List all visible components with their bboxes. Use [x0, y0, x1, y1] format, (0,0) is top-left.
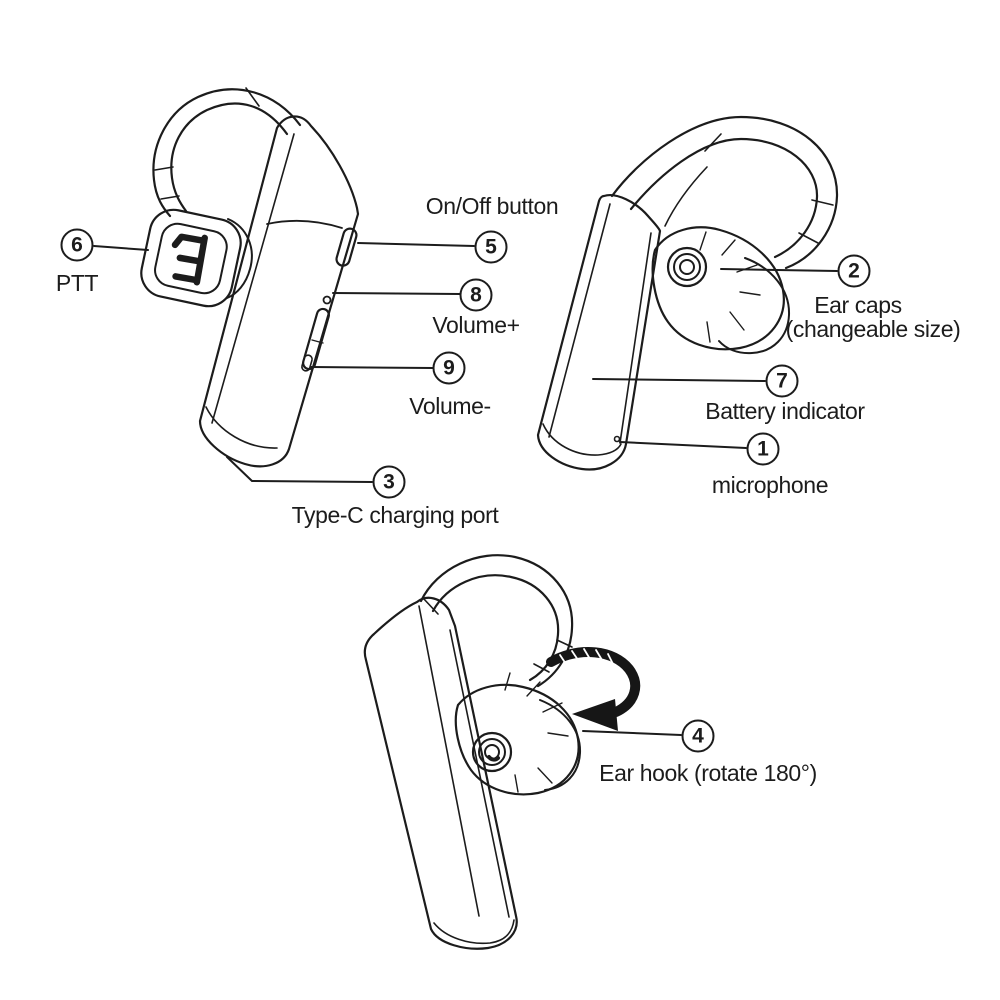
label-microphone: microphone	[711, 472, 829, 498]
rotate-arrow-icon	[546, 647, 641, 731]
leader-line	[332, 292, 461, 295]
callout-9-badge: 9	[432, 351, 466, 385]
label-on-off-button: On/Off button	[425, 193, 559, 219]
leader-line	[720, 268, 838, 272]
ptt-logo-icon	[171, 233, 208, 286]
leader-lines	[93, 242, 838, 736]
label-battery-indicator: Battery indicator	[705, 398, 865, 424]
leader-line	[582, 730, 682, 736]
callout-1-badge: 1	[746, 432, 780, 466]
callout-5-badge: 5	[474, 230, 508, 264]
callout-6-badge: 6	[60, 228, 94, 262]
label-changeable-size: (changeable size)	[785, 316, 961, 342]
leader-line	[619, 441, 747, 449]
label-ear-caps: Ear caps	[814, 292, 902, 318]
label-volume-plus: Volume+	[432, 312, 520, 338]
left-headset-drawing	[140, 87, 360, 468]
leader-line	[357, 242, 475, 247]
label-volume-minus: Volume-	[409, 393, 491, 419]
label-ptt: PTT	[55, 270, 99, 296]
leader-line	[226, 456, 373, 483]
callout-3-badge: 3	[372, 465, 406, 499]
callout-2-badge: 2	[837, 254, 871, 288]
leader-line	[93, 245, 149, 251]
right-headset-drawing	[536, 115, 839, 471]
callout-4-badge: 4	[681, 719, 715, 753]
label-type-c-port: Type-C charging port	[291, 502, 499, 528]
leader-line	[592, 378, 766, 382]
leader-line	[310, 366, 434, 369]
label-ear-hook: Ear hook (rotate 180°)	[599, 760, 817, 786]
callout-8-badge: 8	[459, 278, 493, 312]
callout-7-badge: 7	[765, 364, 799, 398]
bottom-headset-drawing	[363, 554, 641, 950]
